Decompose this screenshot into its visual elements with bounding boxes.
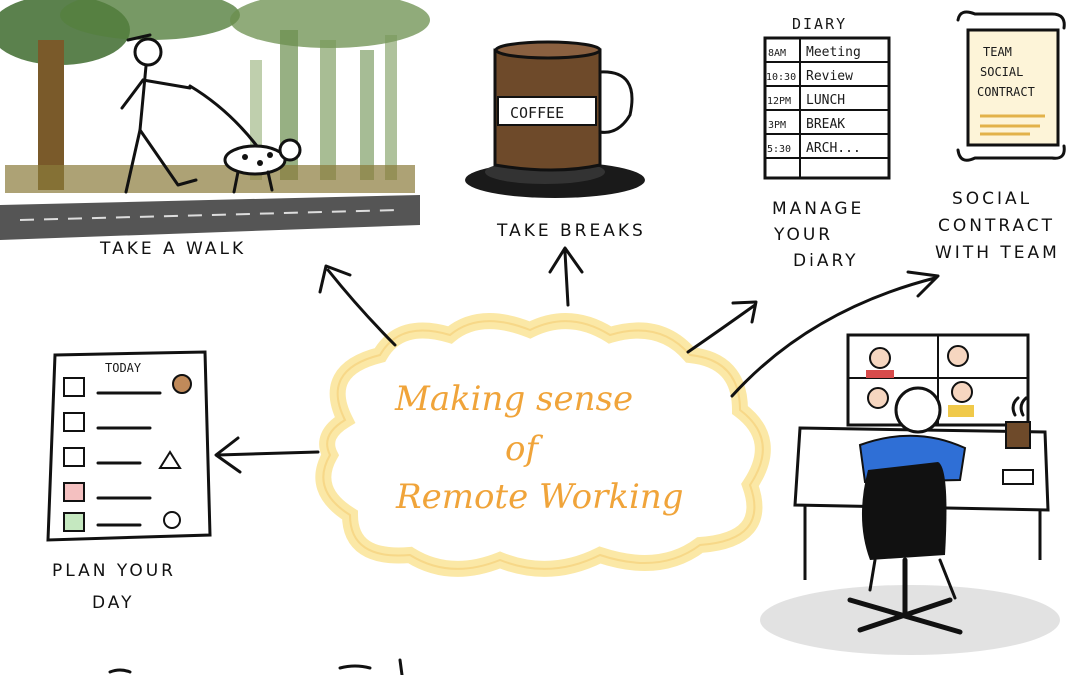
diary-caption-1: MANAGE	[772, 199, 864, 219]
coffee-label: COFFEE	[510, 104, 564, 122]
contract-scroll	[956, 10, 1066, 162]
walk-illustration	[0, 0, 430, 240]
diary-caption-2: YOUR	[773, 225, 833, 245]
scroll-line-1: TEAM	[983, 45, 1012, 59]
walker-figure	[120, 33, 198, 194]
center-title-line-1: Making sense	[394, 379, 633, 419]
diary-time: 12PM	[767, 96, 791, 107]
coffee-mug	[465, 40, 645, 198]
dog-figure	[223, 138, 302, 194]
arrow-to-walk	[326, 268, 397, 347]
todo-title: TODAY	[105, 361, 142, 375]
diary-item: Meeting	[806, 45, 861, 60]
diary-item: Review	[806, 69, 853, 84]
center-title-line-3: Remote Working	[395, 477, 684, 517]
central-cloud	[315, 313, 771, 577]
center-title-line-2: of	[505, 429, 543, 469]
scroll-line-3: CONTRACT	[977, 85, 1035, 99]
diary-title: DIARY	[792, 15, 847, 33]
arrows	[214, 246, 940, 474]
remote-worker-illustration	[760, 333, 1060, 655]
breaks-caption: TAKE BREAKS	[496, 221, 646, 241]
plan-caption-1: PLAN YOUR	[52, 561, 176, 581]
diary-time: 3PM	[768, 120, 786, 131]
contract-caption-1: SOCIAL	[952, 189, 1032, 209]
plan-caption-2: DAY	[92, 593, 135, 613]
arrow-to-plan	[216, 450, 320, 457]
walk-caption: TAKE A WALK	[99, 239, 246, 259]
arrow-to-diary	[686, 303, 757, 354]
diary-time: 10:30	[766, 72, 796, 83]
diary-table	[763, 36, 891, 180]
arrow-head	[731, 300, 758, 324]
arrow-to-breaks	[563, 250, 570, 307]
bottom-scribble	[108, 658, 404, 675]
diary-item: BREAK	[806, 117, 845, 132]
diary-item: ARCH...	[806, 141, 861, 156]
arrow-head	[548, 246, 584, 274]
todo-list	[46, 350, 212, 542]
arrow-to-contract	[730, 276, 937, 398]
contract-caption-3: WITH TEAM	[935, 243, 1060, 263]
diary-time: 5:30	[767, 144, 791, 155]
arrow-head	[906, 270, 940, 298]
diary-item: LUNCH	[806, 93, 845, 108]
diary-time: 8AM	[768, 48, 786, 59]
contract-caption-2: CONTRACT	[938, 216, 1055, 236]
diary-caption-3: DiARY	[793, 251, 859, 271]
arrow-head	[214, 436, 242, 474]
road	[0, 195, 420, 240]
arrow-head	[318, 264, 352, 294]
scroll-line-2: SOCIAL	[980, 65, 1023, 79]
